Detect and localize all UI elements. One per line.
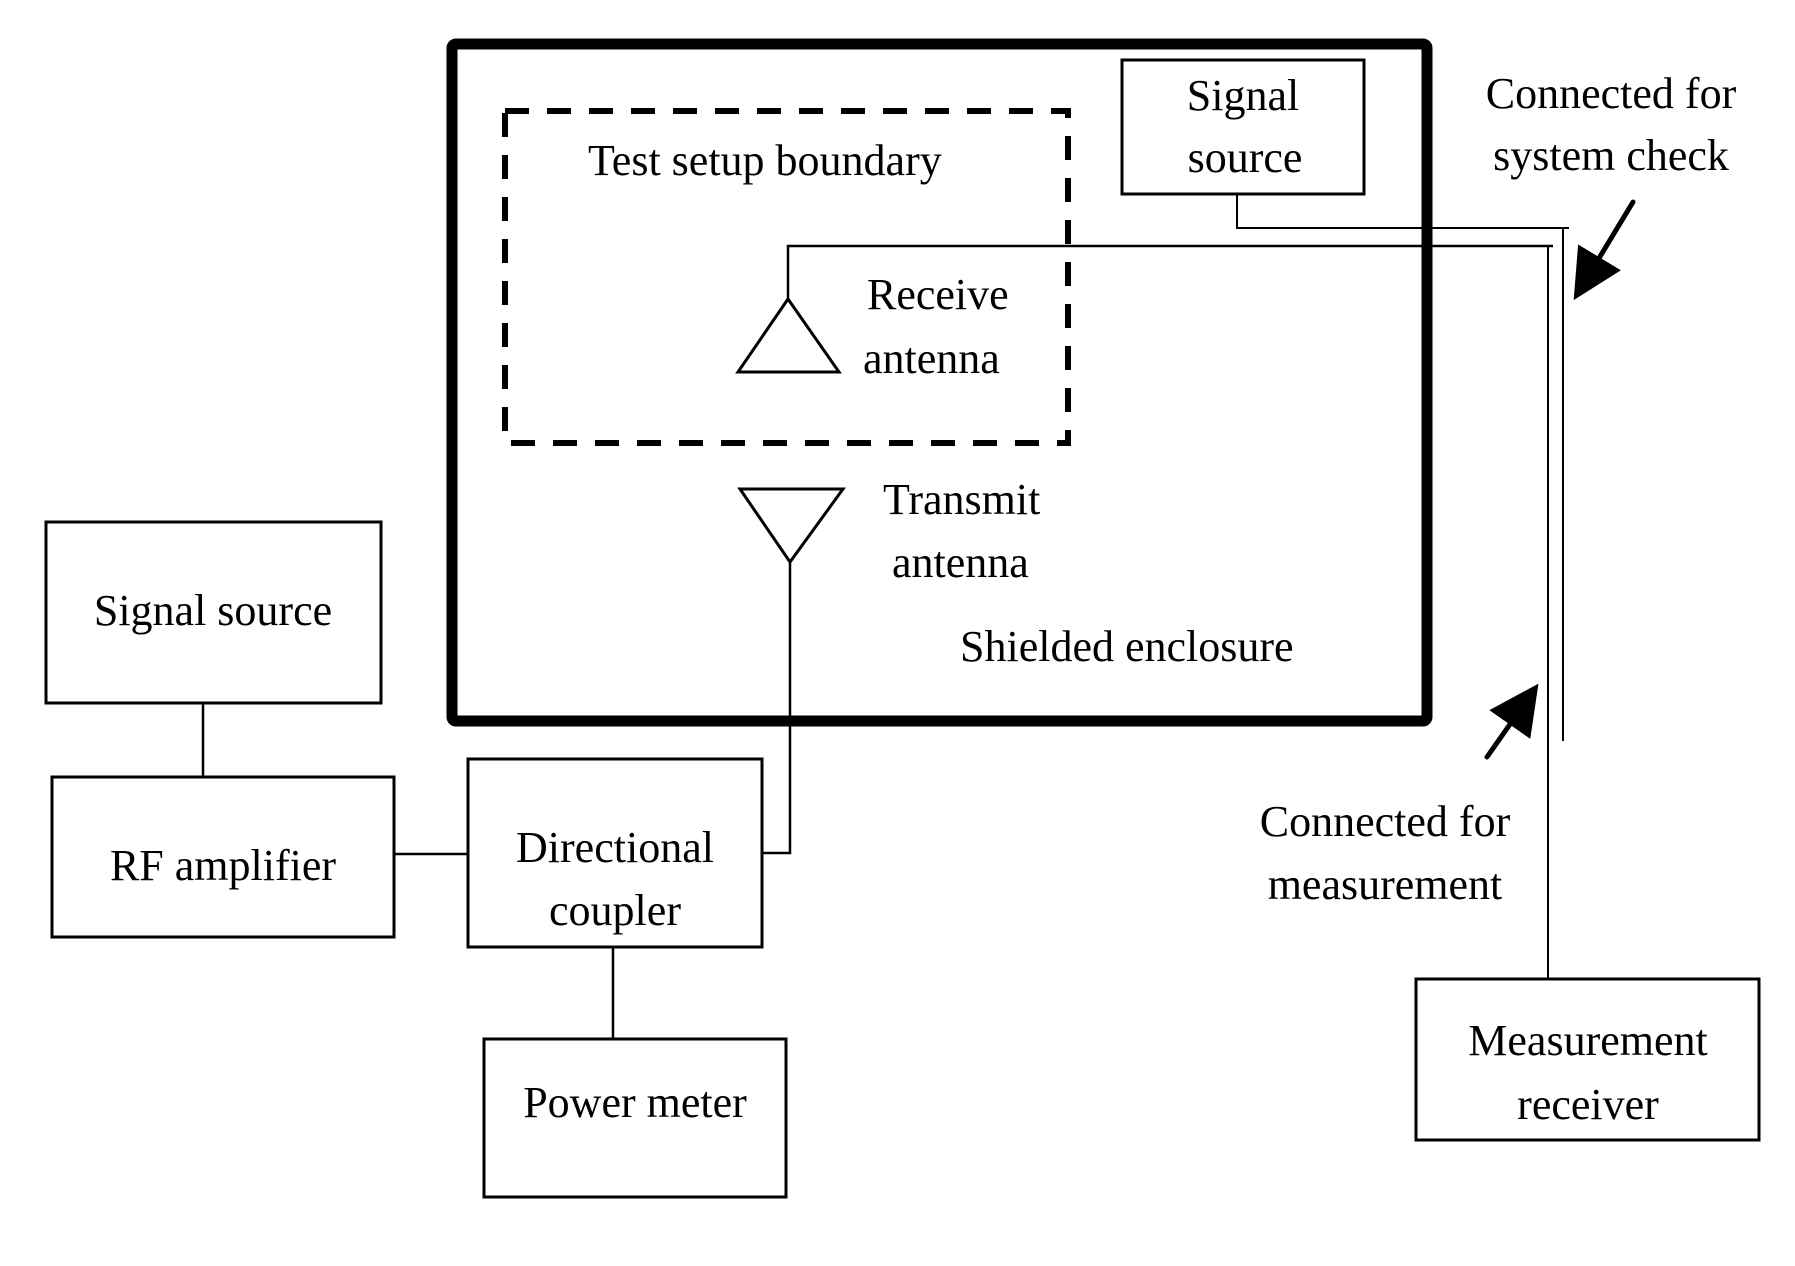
system-check-arrow-icon: [1573, 199, 1636, 301]
receive-antenna-line1: Receive: [867, 270, 1009, 319]
system-check-annotation-line2: system check: [1493, 131, 1729, 180]
shielded-enclosure: [446, 38, 1433, 727]
transmit-antenna-cable: [762, 562, 792, 855]
directional-coupler-line1: Directional: [516, 823, 714, 872]
transmit-antenna-line1: Transmit: [883, 475, 1040, 524]
measurement-annotation-line2: measurement: [1268, 860, 1503, 909]
power-meter-label: Power meter: [523, 1078, 747, 1127]
directional-coupler-box: [466, 757, 764, 949]
transmit-antenna-icon: [737, 487, 846, 565]
measurement-arrow-icon: [1484, 683, 1539, 760]
measurement-annotation-line1: Connected for: [1260, 797, 1511, 846]
rf-amplifier-box: [50, 775, 396, 939]
system-check-annotation-line1: Connected for: [1486, 69, 1737, 118]
receive-antenna-cable: [786, 244, 1553, 299]
signal-source-label: Signal source: [94, 586, 332, 635]
signal-source-inside-line1: Signal: [1187, 71, 1299, 120]
measurement-receiver-line2: receiver: [1517, 1080, 1659, 1129]
transmit-antenna-line2: antenna: [892, 538, 1029, 587]
directional-coupler-line2: coupler: [549, 886, 681, 935]
test-setup-boundary-label: Test setup boundary: [588, 136, 942, 185]
signal-source-box: [44, 520, 383, 705]
signal-source-inside-box: [1120, 58, 1366, 196]
rf-amplifier-label: RF amplifier: [110, 841, 336, 890]
receive-antenna-icon: [735, 296, 842, 374]
receive-antenna-line2: antenna: [863, 334, 1000, 383]
measurement-receiver-line1: Measurement: [1468, 1016, 1707, 1065]
shielded-enclosure-label: Shielded enclosure: [960, 622, 1294, 671]
measurement-receiver-box: [1414, 977, 1761, 1142]
system-check-cable: [1236, 194, 1569, 229]
power-meter-box: [482, 1037, 788, 1199]
signal-source-inside-line2: source: [1188, 133, 1303, 182]
test-setup-boundary: [502, 108, 1071, 446]
